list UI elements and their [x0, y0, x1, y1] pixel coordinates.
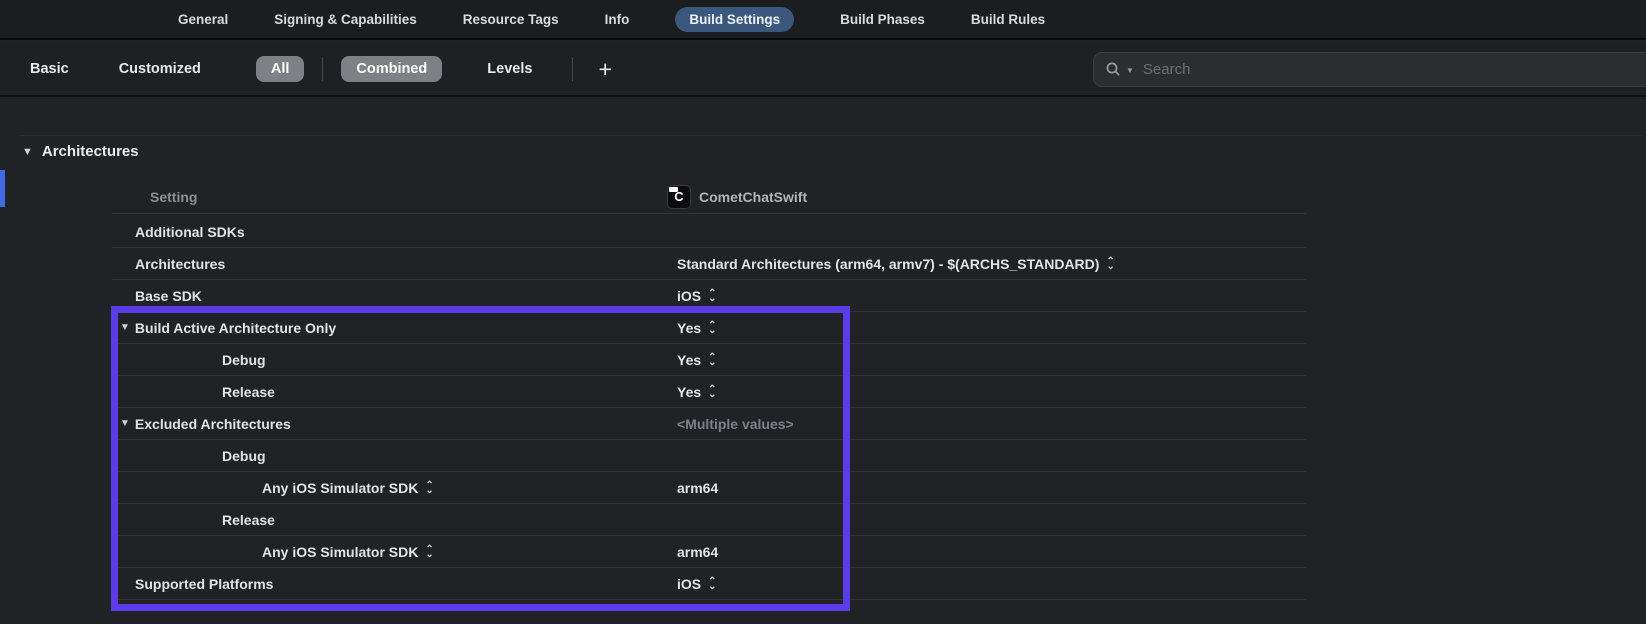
filter-levels[interactable]: Levels — [487, 60, 533, 77]
target-column-header[interactable]: C CometChatSwift — [667, 184, 808, 209]
add-build-setting-button[interactable]: + — [598, 55, 612, 82]
table-row-architectures[interactable]: Architectures Standard Architectures (arm… — [112, 248, 1306, 280]
tab-bar: General Signing & Capabilities Resource Ta… — [0, 0, 1646, 40]
stepper-icon[interactable]: ⌃⌄ — [708, 383, 717, 400]
setting-label: Base SDK — [135, 287, 202, 304]
stepper-icon[interactable]: ⌃⌄ — [425, 479, 434, 496]
tab-resource-tags[interactable]: Resource Tags — [462, 11, 559, 27]
setting-label: Build Active Architecture Only — [134, 319, 337, 336]
setting-label: Release — [222, 383, 275, 400]
setting-value[interactable]: arm64 — [677, 544, 718, 560]
tab-general[interactable]: General — [178, 11, 229, 27]
setting-label: Supported Platforms — [135, 575, 274, 592]
setting-value-text: arm64 — [677, 543, 719, 560]
toolbar-divider — [322, 56, 324, 81]
target-name: CometChatSwift — [699, 188, 808, 205]
setting-value[interactable]: iOS ⌃⌄ — [677, 288, 717, 304]
setting-value-text: Yes — [677, 319, 702, 336]
setting-value-text: iOS — [677, 575, 702, 592]
setting-value[interactable]: arm64 — [677, 480, 718, 496]
setting-value[interactable]: Yes ⌃⌄ — [677, 384, 717, 400]
disclosure-triangle-icon[interactable]: ▼ — [120, 322, 130, 333]
toolbar-divider — [572, 56, 574, 81]
stepper-icon[interactable]: ⌃⌄ — [708, 287, 717, 304]
setting-value-text: <Multiple values> — [677, 415, 794, 432]
filter-combined[interactable]: Combined — [341, 55, 443, 82]
table-row-build-active-architecture-only[interactable]: ▼ Build Active Architecture Only Yes ⌃⌄ — [112, 312, 1306, 344]
section-title: Architectures — [41, 143, 139, 160]
search-field[interactable]: ▼ — [1093, 52, 1646, 87]
setting-value-text: arm64 — [677, 479, 719, 496]
setting-value[interactable]: Yes ⌃⌄ — [677, 320, 717, 336]
setting-label: Any iOS Simulator SDK — [262, 543, 419, 560]
table-row-release[interactable]: Release Yes ⌃⌄ — [112, 376, 1306, 408]
setting-label: Any iOS Simulator SDK — [262, 479, 419, 496]
tab-build-settings[interactable]: Build Settings — [675, 6, 795, 32]
build-settings-table: Setting C CometChatSwift Additional SDKs… — [112, 180, 1306, 600]
search-icon — [1106, 62, 1120, 76]
setting-label: Debug — [222, 351, 266, 368]
left-accent-bar — [0, 170, 5, 207]
setting-label: Additional SDKs — [135, 223, 245, 240]
setting-column-header: Setting — [150, 188, 198, 205]
table-row-debug[interactable]: Debug — [112, 440, 1306, 472]
table-row-base-sdk[interactable]: Base SDK iOS ⌃⌄ — [112, 280, 1306, 312]
stepper-icon[interactable]: ⌃⌄ — [708, 575, 717, 592]
search-scope-chevron-icon[interactable]: ▼ — [1126, 66, 1134, 75]
table-row-supported-platforms[interactable]: Supported Platforms iOS ⌃⌄ — [112, 568, 1306, 600]
tab-build-rules[interactable]: Build Rules — [970, 11, 1046, 27]
table-row-any-ios-simulator-sdk[interactable]: Any iOS Simulator SDK ⌃⌄ arm64 — [112, 472, 1306, 504]
filter-all[interactable]: All — [255, 55, 305, 82]
setting-value[interactable]: iOS ⌃⌄ — [677, 576, 717, 592]
stepper-icon[interactable]: ⌃⌄ — [1106, 255, 1115, 272]
setting-value-text: Yes — [677, 383, 702, 400]
setting-value-text: Standard Architectures (arm64, armv7) - … — [677, 255, 1100, 272]
table-row-release[interactable]: Release — [112, 504, 1306, 536]
stepper-icon[interactable]: ⌃⌄ — [708, 351, 717, 368]
setting-label: Release — [222, 511, 275, 528]
setting-value[interactable]: Standard Architectures (arm64, armv7) - … — [677, 256, 1115, 272]
cometchat-app-icon: C — [667, 184, 691, 209]
filter-basic[interactable]: Basic — [30, 60, 69, 77]
stepper-icon[interactable]: ⌃⌄ — [425, 543, 434, 560]
disclosure-triangle-icon[interactable]: ▼ — [22, 145, 33, 158]
setting-label: Excluded Architectures — [134, 415, 291, 432]
setting-value-text: iOS — [677, 287, 702, 304]
tab-info[interactable]: Info — [604, 11, 630, 27]
setting-label: Debug — [222, 447, 266, 464]
section-divider — [20, 135, 1642, 136]
filter-toolbar: Basic Customized All Combined Levels + ▼ — [0, 42, 1646, 97]
setting-value[interactable]: Yes ⌃⌄ — [677, 352, 717, 368]
setting-value[interactable]: <Multiple values> — [677, 416, 794, 432]
table-row-excluded-architectures[interactable]: ▼ Excluded Architectures <Multiple values> — [112, 408, 1306, 440]
table-row-additional-sdks[interactable]: Additional SDKs — [112, 216, 1306, 248]
setting-label: Architectures — [135, 255, 226, 272]
filter-customized[interactable]: Customized — [118, 60, 201, 77]
table-header-row: Setting C CometChatSwift — [112, 180, 1306, 214]
table-row-debug[interactable]: Debug Yes ⌃⌄ — [112, 344, 1306, 376]
setting-value-text: Yes — [677, 351, 702, 368]
table-row-any-ios-simulator-sdk[interactable]: Any iOS Simulator SDK ⌃⌄ arm64 — [112, 536, 1306, 568]
section-header-architectures: ▼ Architectures — [22, 143, 139, 160]
tab-signing-capabilities[interactable]: Signing & Capabilities — [274, 11, 417, 27]
tab-build-phases[interactable]: Build Phases — [840, 11, 925, 27]
disclosure-triangle-icon[interactable]: ▼ — [120, 418, 130, 429]
search-input[interactable] — [1142, 61, 1646, 78]
stepper-icon[interactable]: ⌃⌄ — [708, 319, 717, 336]
